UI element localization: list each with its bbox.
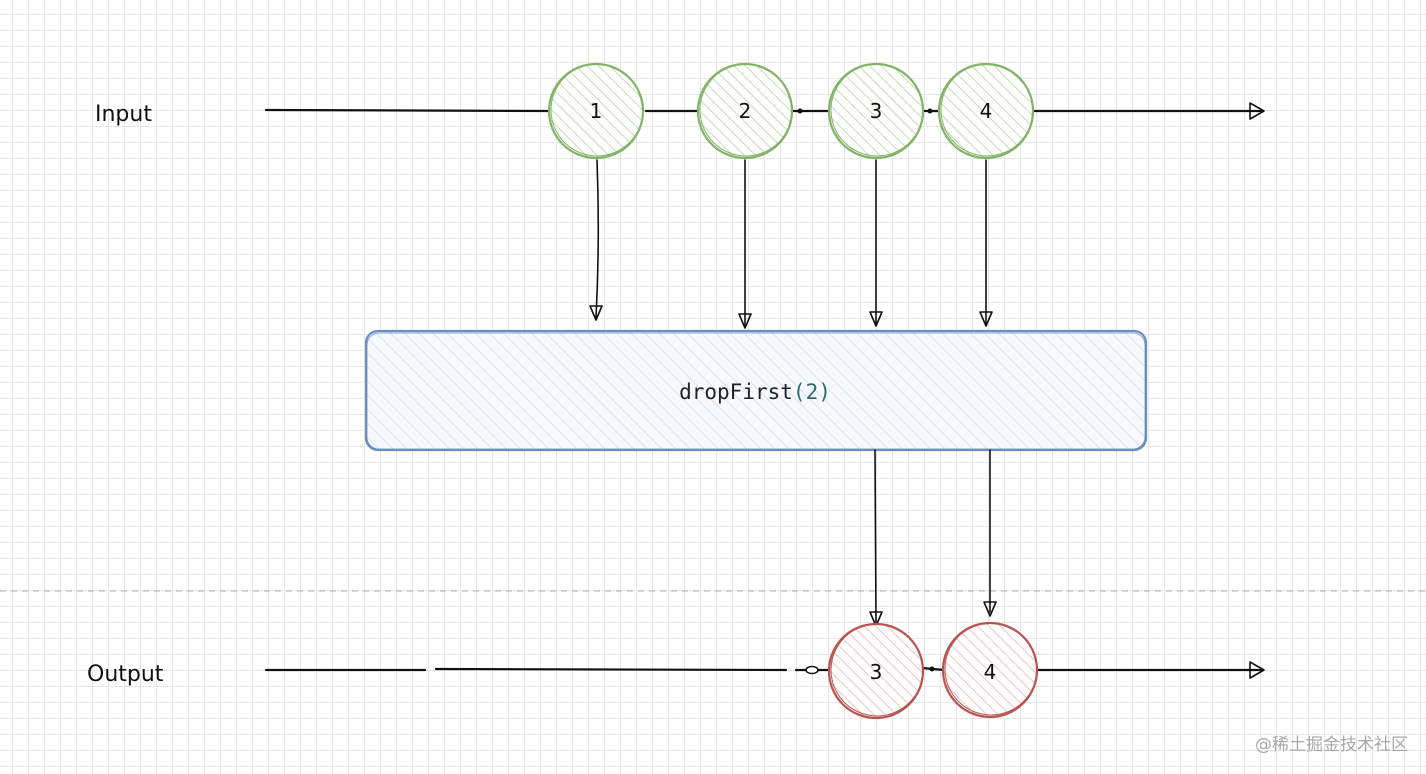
input-timeline — [264, 102, 1265, 120]
operator-name: dropFirst — [679, 380, 793, 404]
input-event-4-value: 4 — [980, 99, 993, 123]
input-event-3-value: 3 — [870, 99, 883, 123]
output-arrow-3 — [869, 449, 883, 627]
operator-argument: 2 — [806, 380, 819, 404]
operator-open-paren: ( — [793, 380, 806, 404]
input-event-4: 4 — [937, 62, 1035, 160]
output-event-3: 3 — [827, 622, 925, 720]
watermark: @稀土掘金技术社区 — [1255, 735, 1408, 755]
operator-label: dropFirst(2) — [679, 380, 831, 404]
output-row-label: Output — [87, 662, 164, 687]
input-event-3: 3 — [827, 62, 925, 160]
input-row-label: Input — [95, 102, 152, 127]
operator-close-paren: ) — [818, 380, 831, 404]
output-event-3-value: 3 — [870, 660, 883, 684]
input-event-2: 2 — [696, 62, 794, 160]
operator-box: dropFirst(2) — [364, 329, 1148, 452]
output-timeline — [264, 661, 1265, 679]
input-arrow-4 — [979, 159, 993, 327]
input-event-1: 1 — [547, 62, 645, 160]
input-event-2-value: 2 — [739, 99, 752, 123]
output-event-4: 4 — [941, 621, 1039, 719]
output-arrow-4 — [983, 449, 997, 617]
output-event-4-value: 4 — [984, 660, 997, 684]
input-event-1-value: 1 — [590, 99, 603, 123]
input-arrow-2 — [738, 159, 752, 329]
input-arrow-3 — [869, 159, 883, 327]
input-arrow-1 — [589, 159, 603, 321]
